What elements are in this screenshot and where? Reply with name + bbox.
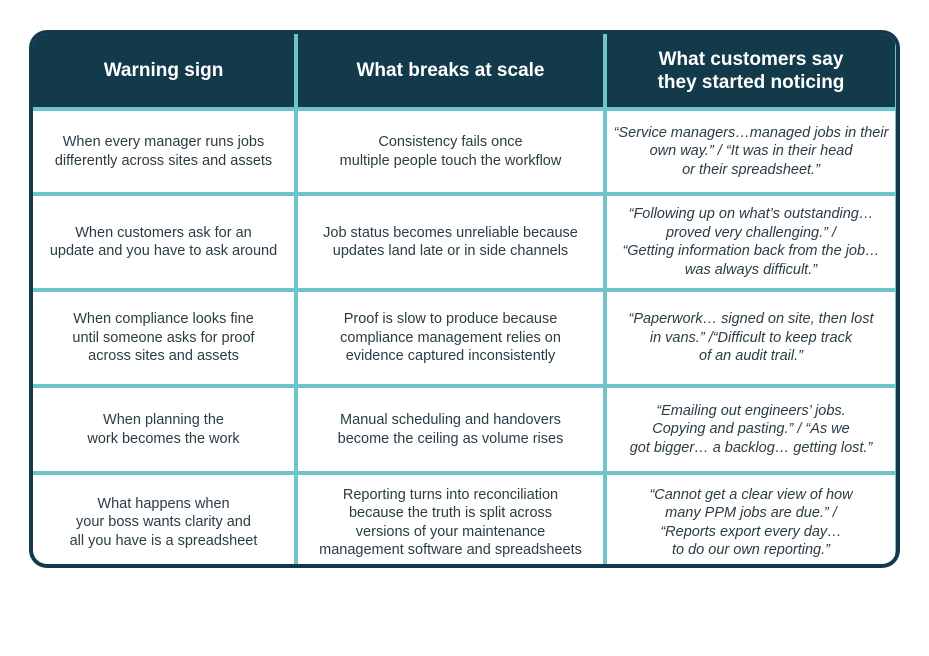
row-4-warning-sign: When planning the work becomes the work — [33, 388, 294, 471]
row-1-customer-quote: “Service managers…managed jobs in their … — [607, 111, 895, 192]
header-warning-sign: Warning sign — [33, 34, 294, 107]
table-grid: Warning sign What breaks at scale What c… — [33, 34, 896, 564]
header-what-breaks: What breaks at scale — [298, 34, 603, 107]
row-4-customer-quote: “Emailing out engineers’ jobs. Copying a… — [607, 388, 895, 471]
row-2-warning-sign: When customers ask for an update and you… — [33, 196, 294, 288]
row-5-warning-sign: What happens when your boss wants clarit… — [33, 475, 294, 564]
comparison-table: Warning sign What breaks at scale What c… — [29, 30, 900, 568]
row-1-warning-sign: When every manager runs jobs differently… — [33, 111, 294, 192]
row-5-customer-quote: “Cannot get a clear view of how many PPM… — [607, 475, 895, 564]
row-2-customer-quote: “Following up on what’s outstanding… pro… — [607, 196, 895, 288]
row-4-what-breaks: Manual scheduling and handovers become t… — [298, 388, 603, 471]
row-1-what-breaks: Consistency fails once multiple people t… — [298, 111, 603, 192]
row-2-what-breaks: Job status becomes unreliable because up… — [298, 196, 603, 288]
row-5-what-breaks: Reporting turns into reconciliation beca… — [298, 475, 603, 564]
row-3-customer-quote: “Paperwork… signed on site, then lost in… — [607, 292, 895, 384]
row-3-warning-sign: When compliance looks fine until someone… — [33, 292, 294, 384]
row-3-what-breaks: Proof is slow to produce because complia… — [298, 292, 603, 384]
header-customers-say: What customers say they started noticing — [607, 34, 895, 107]
